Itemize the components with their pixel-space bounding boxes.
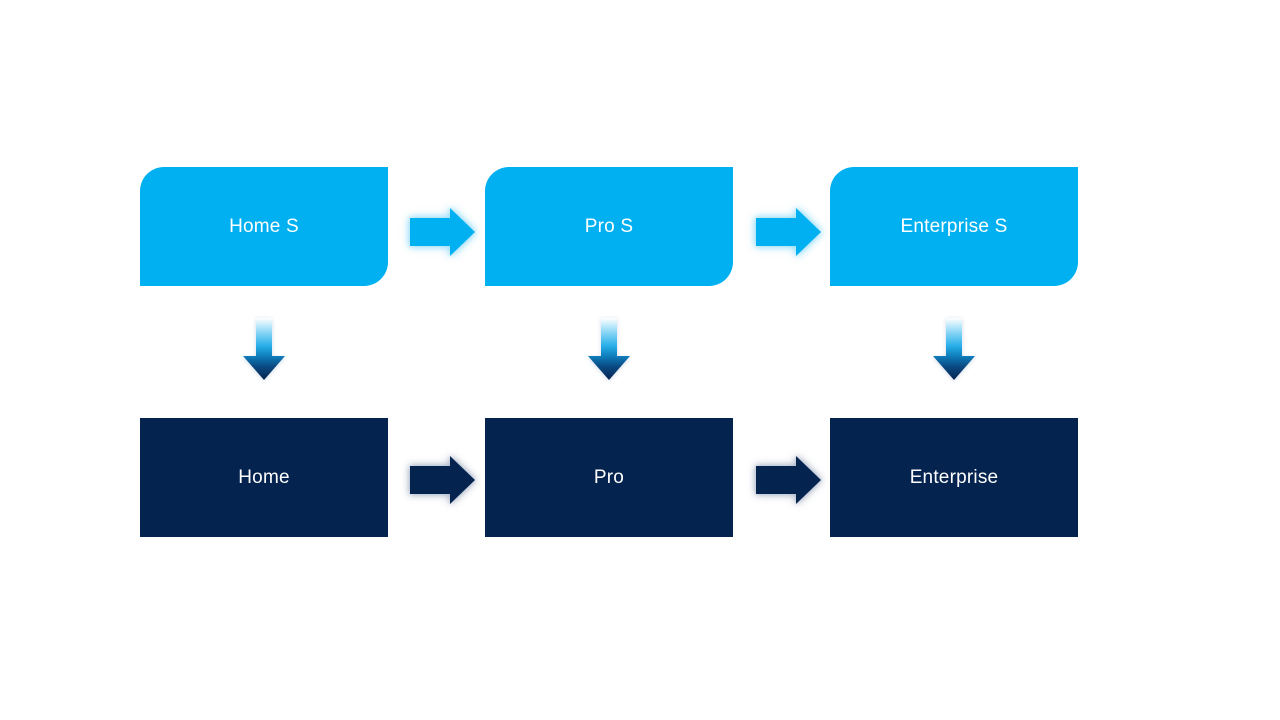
down-arrow-icon — [933, 318, 975, 380]
node-label: Pro S — [584, 215, 634, 237]
node-pro: Pro — [485, 418, 733, 537]
down-arrow-icon — [243, 318, 285, 380]
node-label: Enterprise S — [900, 215, 1008, 237]
down-arrow-icon — [588, 318, 630, 380]
right-arrow-icon — [756, 208, 821, 256]
node-home-s: Home S — [140, 167, 388, 286]
node-label: Pro — [593, 466, 625, 488]
node-home: Home — [140, 418, 388, 537]
node-label: Enterprise — [909, 466, 999, 488]
node-enterprise-s: Enterprise S — [830, 167, 1078, 286]
node-enterprise: Enterprise — [830, 418, 1078, 537]
node-pro-s: Pro S — [485, 167, 733, 286]
right-arrow-icon — [410, 456, 475, 504]
right-arrow-icon — [410, 208, 475, 256]
right-arrow-icon — [756, 456, 821, 504]
node-label: Home — [238, 466, 290, 488]
node-label: Home S — [229, 215, 299, 237]
